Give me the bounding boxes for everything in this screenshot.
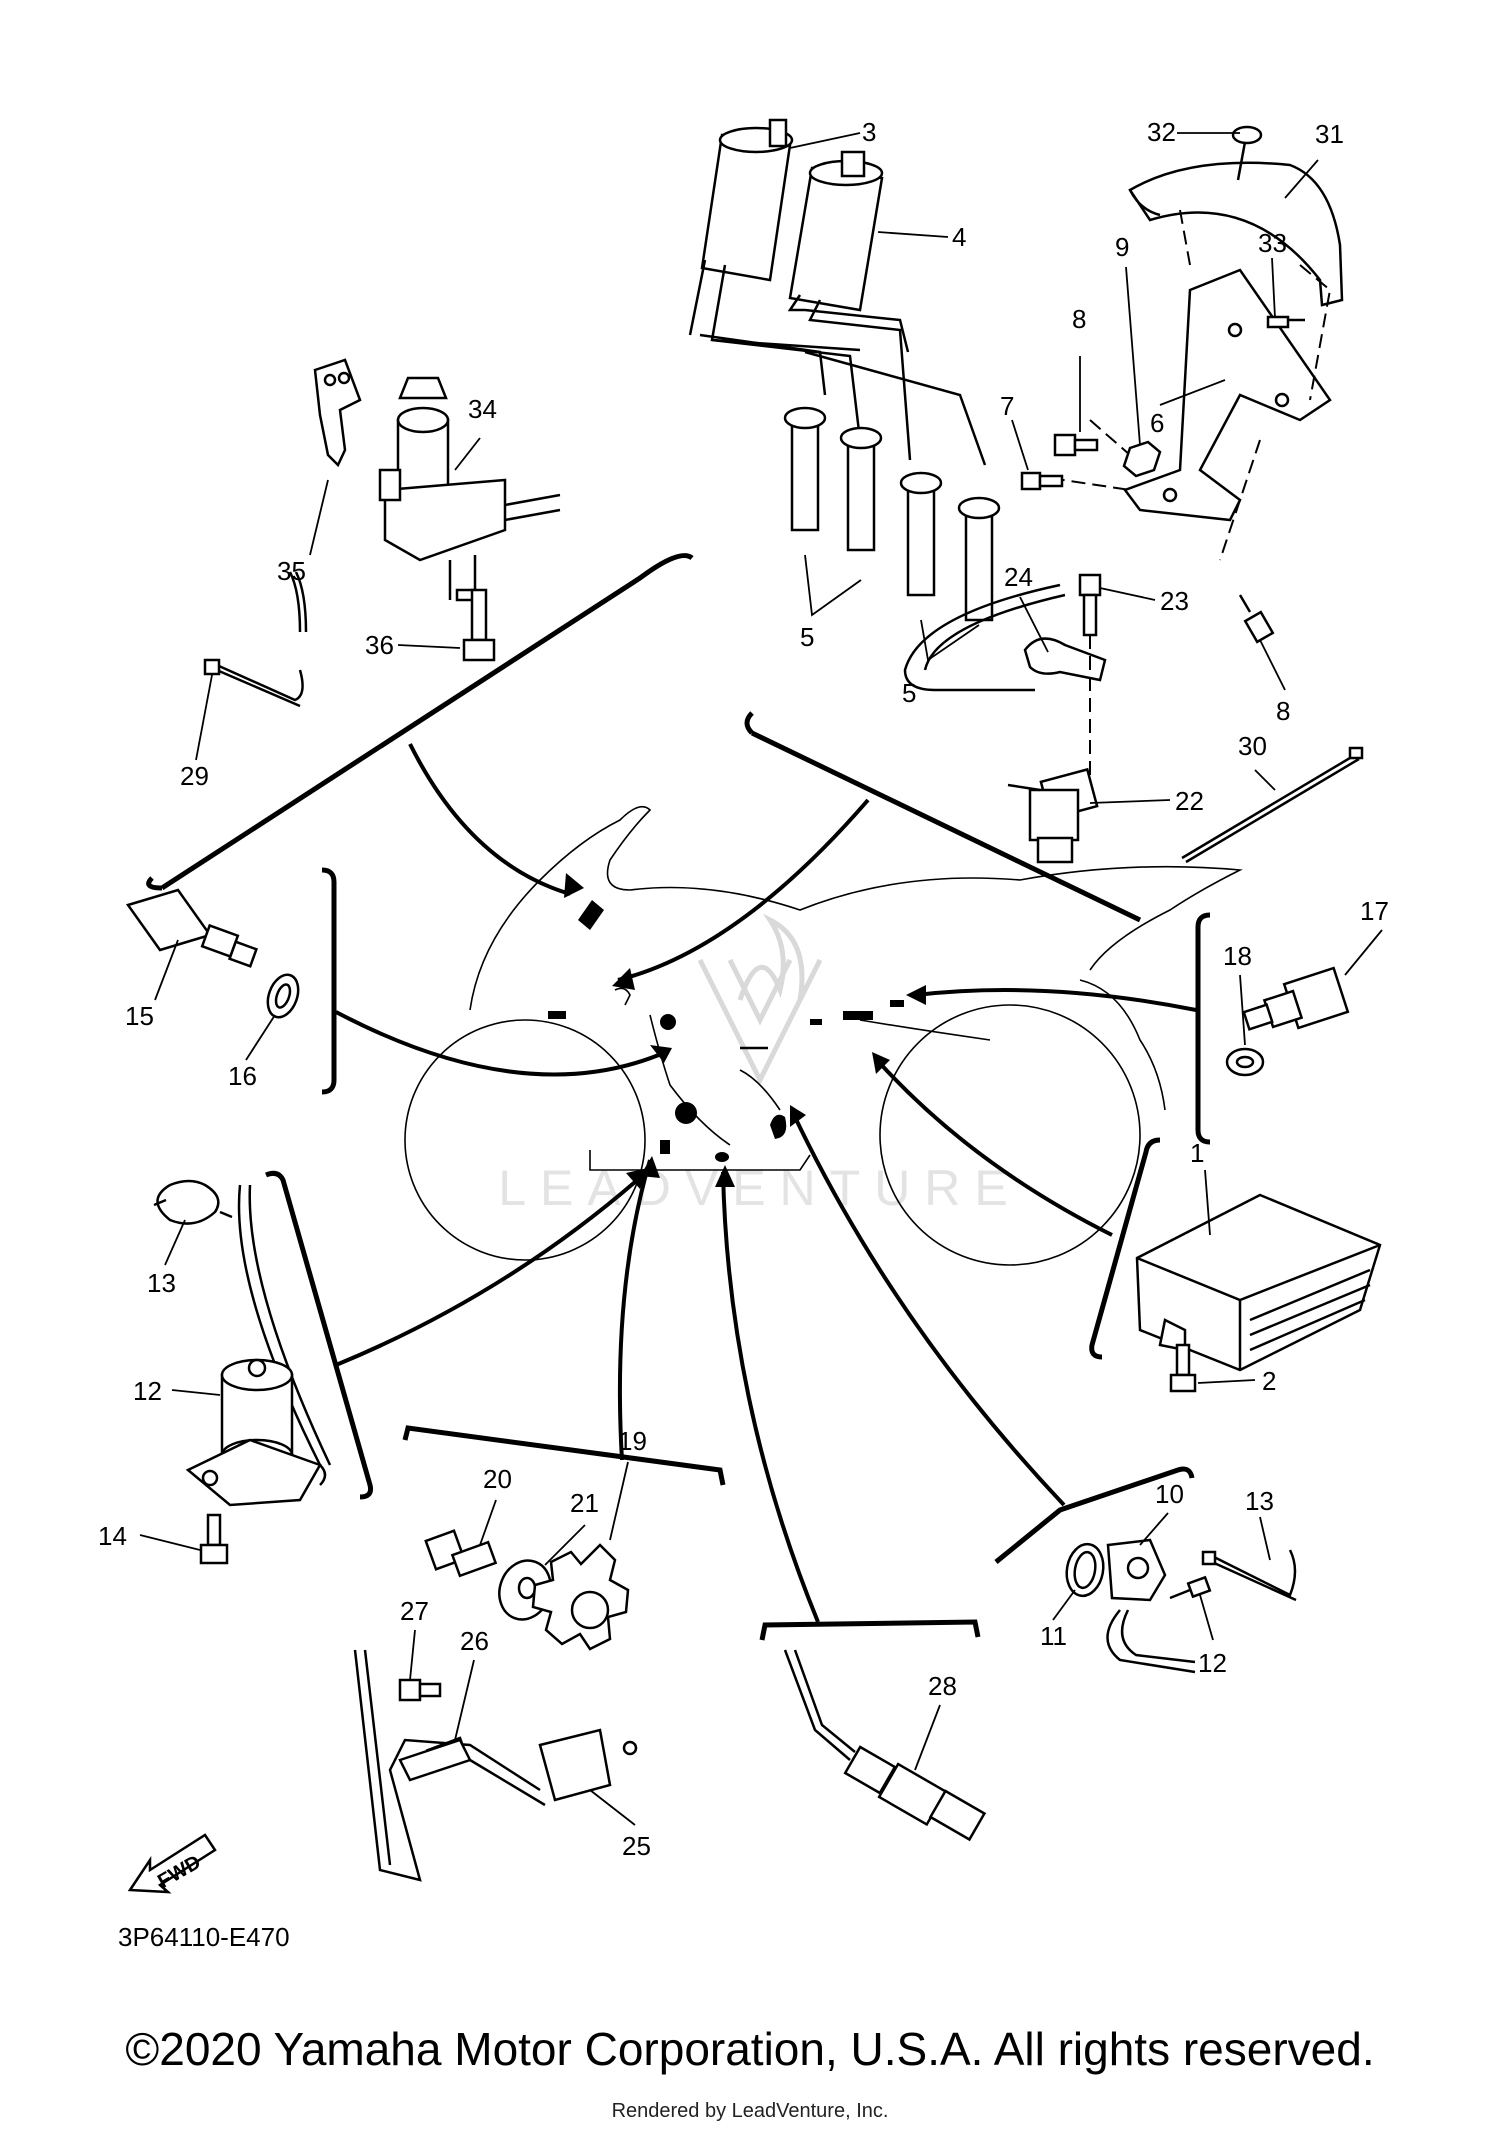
- bolt-16: [199, 1513, 229, 1565]
- callout-12-value: 12: [1198, 1648, 1227, 1678]
- cam-sensor-24: [903, 583, 1099, 864]
- screw-35: [1266, 315, 1305, 329]
- o2-sensor-30: [783, 1649, 987, 1842]
- bolt-38: [462, 588, 496, 662]
- callout-6: 6: [1150, 408, 1164, 438]
- callout-38: 36: [365, 630, 394, 660]
- rendered-by-notice: Rendered by LeadVenture, Inc.: [611, 2100, 889, 2122]
- watermark: LEADVENTURE: [498, 913, 1022, 1216]
- callout-20: 18: [1223, 941, 1252, 971]
- callout-13-value-2: 13: [1245, 1486, 1274, 1516]
- callout-30: 28: [928, 1671, 957, 1701]
- callout-27: 25: [622, 1831, 651, 1861]
- callout-8-lower: 8: [1276, 696, 1290, 726]
- motorcycle-outline: [404, 805, 1243, 1266]
- callout-9: 9: [1115, 232, 1129, 262]
- bolt-8-lower: [1238, 594, 1275, 644]
- callout-labels: 3 4 32 31 33 9 6 8 7 5 5 24 23 8 30 22 3…: [98, 117, 1389, 1861]
- callout-5-right: 5: [902, 678, 916, 708]
- callout-22: 20: [483, 1464, 512, 1494]
- ignition-coil-4: [787, 150, 912, 461]
- callout-16: 14: [98, 1521, 127, 1551]
- callout-15: 13: [147, 1268, 176, 1298]
- callout-23: 21: [570, 1488, 599, 1518]
- callout-11: 11: [1040, 1621, 1067, 1651]
- callout-2: 2: [1262, 1366, 1276, 1396]
- group-brackets: [146, 553, 1211, 1641]
- pickup-27: [353, 1649, 638, 1882]
- fwd-arrow-icon: FWD: [127, 1833, 217, 1894]
- bolt-7: [1020, 471, 1064, 491]
- callout-35: 33: [1258, 228, 1287, 258]
- callout-32: 30: [1238, 731, 1267, 761]
- callout-25: 23: [1160, 586, 1189, 616]
- bracket-6: [1029, 209, 1332, 561]
- callout-17: 15: [125, 1001, 154, 1031]
- bolt-29: [398, 1678, 442, 1702]
- callout-24: 22: [1175, 786, 1204, 816]
- circlip-15: [153, 1179, 233, 1225]
- callout-26: 24: [1004, 562, 1033, 592]
- oring-11: [1065, 1542, 1105, 1598]
- bolt-22: [424, 1529, 498, 1578]
- clamp-26: [1023, 637, 1107, 682]
- screw-34: [1231, 125, 1263, 181]
- band-32: [1181, 746, 1364, 864]
- ignition-coil-3: [688, 118, 862, 441]
- callout-19: 17: [1360, 896, 1389, 926]
- bolt-25: [1078, 573, 1102, 780]
- callout-5-left: 5: [800, 622, 814, 652]
- callout-4: 4: [952, 222, 966, 252]
- spark-plug-caps-5: [783, 350, 1001, 662]
- band-13: [1201, 1549, 1297, 1602]
- gasket-20: [1225, 1047, 1265, 1077]
- callout-29: 27: [400, 1596, 429, 1626]
- sensor-10: [1106, 1538, 1196, 1674]
- cover-33: [1128, 161, 1344, 307]
- sensor-17: [125, 888, 259, 968]
- callout-14: 12: [133, 1376, 162, 1406]
- callout-10: 10: [1155, 1479, 1184, 1509]
- diagram-id-code: 3P64110-E470: [118, 1922, 290, 1952]
- solenoid-14: [185, 1184, 332, 1507]
- callout-31: 29: [180, 761, 209, 791]
- callout-28: 26: [460, 1626, 489, 1656]
- callout-34: 32: [1147, 117, 1176, 147]
- main-switch-36: [378, 376, 561, 602]
- watermark-text: LEADVENTURE: [498, 1160, 1022, 1216]
- callout-1: 1: [1190, 1138, 1204, 1168]
- ecu-1: [1135, 1193, 1382, 1372]
- key-37: [313, 358, 362, 468]
- screw-12: [1169, 1575, 1212, 1600]
- callout-18: 16: [228, 1061, 257, 1091]
- rotor-21: [531, 1543, 630, 1651]
- bolt-2: [1169, 1343, 1197, 1393]
- callout-7: 7: [1000, 391, 1014, 421]
- callout-8-upper: 8: [1072, 304, 1086, 334]
- gasket-18: [266, 973, 300, 1019]
- callout-leaders: [139, 132, 1383, 1826]
- callout-33: 31: [1315, 119, 1344, 149]
- sensor-19: [1242, 966, 1350, 1031]
- nut-9: [1122, 440, 1162, 478]
- callout-37: 35: [277, 556, 306, 586]
- copyright-notice: ©2020 Yamaha Motor Corporation, U.S.A. A…: [125, 2023, 1375, 2075]
- callout-13-html: 13: [1245, 1486, 1274, 1517]
- band-31: [203, 571, 308, 708]
- callout-36: 34: [468, 394, 497, 424]
- callout-12-html: 12: [1198, 1648, 1227, 1679]
- callout-21: 19: [618, 1426, 647, 1456]
- bolt-8-upper: [1053, 433, 1099, 457]
- callout-3: 3: [862, 117, 876, 147]
